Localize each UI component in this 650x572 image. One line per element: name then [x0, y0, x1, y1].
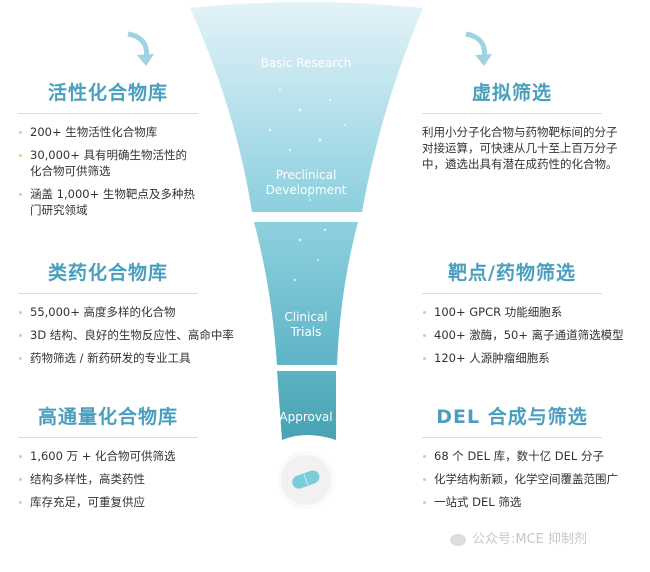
divider	[18, 437, 198, 438]
list-item: 化学结构新颖，化学空间覆盖范围广	[422, 471, 647, 487]
stage-clinical-line1: Clinical	[284, 310, 328, 324]
bioactive-library-section: 活性化合物库 200+ 生物活性化合物库 30,000+ 具有明确生物活性的化合物…	[18, 78, 198, 225]
virtual-screening-section: 虚拟筛选 利用小分子化合物与药物靶标间的分子对接运算，可快速从几十至上百万分子中…	[422, 78, 622, 172]
divider	[422, 113, 602, 114]
list-item: 100+ GPCR 功能细胞系	[422, 304, 642, 320]
divider	[422, 293, 602, 294]
stage-preclinical-line2: Development	[265, 183, 347, 197]
watermark: 公众号:MCE 抑制剂	[450, 528, 587, 547]
section-title: 活性化合物库	[47, 82, 168, 104]
list-item: 结构多样性，高类药性	[18, 471, 198, 487]
divider	[18, 293, 198, 294]
target-screening-section: 靶点/药物筛选 100+ GPCR 功能细胞系 400+ 激酶，50+ 离子通道筛…	[422, 258, 642, 373]
list-item: 68 个 DEL 库，数十亿 DEL 分子	[422, 448, 647, 464]
stage-approval: Approval	[279, 410, 333, 424]
stage-basic-research: Basic Research	[260, 56, 352, 70]
funnel-stage-clinical	[254, 222, 358, 365]
section-text: 利用小分子化合物与药物靶标间的分子对接运算，可快速从几十至上百万分子中，遴选出具…	[422, 125, 618, 171]
funnel-stage-approval	[277, 371, 336, 440]
list-item: 3D 结构、良好的生物反应性、高命中率	[18, 327, 238, 343]
section-title: 虚拟筛选	[471, 82, 552, 104]
list-item: 55,000+ 高度多样的化合物	[18, 304, 238, 320]
section-title: 类药化合物库	[47, 262, 168, 284]
stage-clinical-line2: Trials	[290, 325, 322, 339]
section-title: DEL 合成与筛选	[436, 406, 588, 428]
hts-library-section: 高通量化合物库 1,600 万 + 化合物可供筛选结构多样性，高类药性库存充足，…	[18, 402, 198, 517]
divider	[422, 437, 602, 438]
list-item: 库存充足，可重复供应	[18, 494, 198, 510]
stage-preclinical-line1: Preclinical	[275, 168, 337, 182]
del-section: DEL 合成与筛选 68 个 DEL 库，数十亿 DEL 分子化学结构新颖，化学…	[422, 402, 647, 517]
list-item: 1,600 万 + 化合物可供筛选	[18, 448, 198, 464]
list-item: 200+ 生物活性化合物库	[18, 124, 198, 140]
druglike-library-section: 类药化合物库 55,000+ 高度多样的化合物 3D 结构、良好的生物反应性、高命…	[18, 258, 238, 373]
list-item: 400+ 激酶，50+ 离子通道筛选模型	[422, 327, 642, 343]
list-item: 30,000+ 具有明确生物活性的化合物可供筛选	[18, 147, 198, 179]
wechat-icon	[450, 533, 466, 546]
list-item: 涵盖 1,000+ 生物靶点及多种热门研究领域	[18, 186, 198, 218]
section-title: 高通量化合物库	[37, 406, 178, 428]
divider	[18, 113, 198, 114]
section-title: 靶点/药物筛选	[448, 262, 576, 284]
list-item: 药物筛选 / 新药研发的专业工具	[18, 350, 238, 366]
funnel-stage-research	[190, 2, 423, 212]
watermark-text: 公众号:MCE 抑制剂	[472, 532, 588, 547]
list-item: 一站式 DEL 筛选	[422, 494, 647, 510]
list-item: 120+ 人源肿瘤细胞系	[422, 350, 642, 366]
pill-icon	[292, 470, 320, 489]
